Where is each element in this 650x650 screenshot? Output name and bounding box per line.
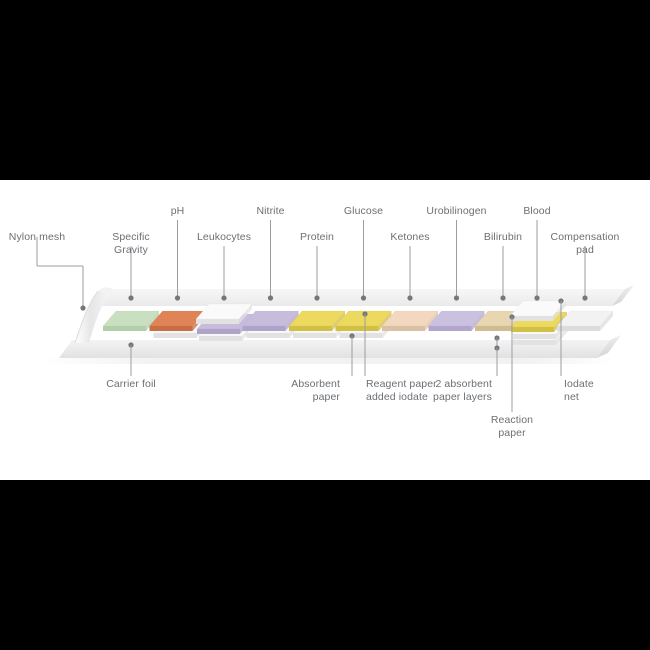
label-urobilinogen: Urobilinogen — [426, 205, 486, 218]
leader-dot-specific-gravity — [128, 295, 134, 301]
carrier-foil-upper-curl — [96, 287, 113, 295]
leader-dot-two-absorbent-b — [494, 345, 500, 351]
label-bilirubin-line: Bilirubin — [483, 231, 523, 243]
leader-dot-ph — [174, 295, 181, 301]
pad-bilirubin-reagent — [427, 310, 486, 331]
nylon-mesh-sheet — [75, 291, 110, 343]
pad-blood-iodate-net — [509, 300, 567, 321]
leader-dot-glucose — [360, 295, 367, 301]
label-leukocytes-line: Leukocytes — [196, 231, 252, 243]
pad-compensation — [556, 310, 614, 331]
carrier-foil-upper-bevel — [612, 285, 634, 306]
leader-dot-reaction-paper — [509, 314, 515, 320]
pad-ketones-reagent — [381, 310, 439, 331]
pad-ph — [148, 310, 211, 338]
pad-leukocytes-absorbent-top — [195, 303, 253, 324]
label-carrier-foil-line: Carrier foil — [106, 378, 156, 390]
label-two-absorbent-line: paper layers — [433, 391, 492, 403]
leader-dot-compensation-pad — [582, 295, 588, 301]
label-urobilinogen-line: Urobilinogen — [426, 205, 487, 217]
label-absorbent-paper-line: Absorbent — [291, 378, 340, 390]
leader-dot-urobilinogen — [453, 295, 460, 301]
strip-drop-shadow — [40, 358, 615, 364]
label-leukocytes: Leukocytes — [197, 231, 251, 244]
leader-dot-nitrite — [267, 295, 274, 301]
label-nylon-mesh: Nylon mesh — [9, 231, 65, 244]
label-nitrite: Nitrite — [256, 205, 284, 218]
label-nylon-mesh-line: Nylon mesh — [8, 231, 66, 243]
label-compensation-pad-line: Compensation — [550, 231, 620, 243]
leader-dot-reagent-paper — [362, 311, 368, 317]
leader-dot-carrier-foil — [128, 342, 134, 348]
leader-line-group — [36, 220, 588, 412]
label-absorbent-paper-line: paper — [312, 391, 340, 403]
carrier-foil-lower-rail — [59, 340, 610, 358]
label-blood: Blood — [523, 205, 550, 218]
pad-ketones — [381, 310, 439, 331]
label-blood-line: Blood — [523, 205, 551, 217]
carrier-foil-lower-bevel — [597, 335, 621, 358]
label-ph: pH — [171, 205, 185, 218]
pad-bilirubin — [427, 310, 486, 331]
label-protein: Protein — [300, 231, 334, 244]
label-glucose-line: Glucose — [343, 205, 384, 217]
label-reaction-paper-line: Reaction — [490, 414, 534, 426]
letterbox-top — [0, 0, 650, 180]
label-bilirubin: Bilirubin — [484, 231, 522, 244]
pad-glucose — [334, 310, 397, 338]
leader-dot-leukocytes — [221, 295, 227, 301]
pad-compensation-reagent — [556, 310, 614, 331]
pad-glucose-reagent — [334, 310, 393, 331]
leader-dot-ketones — [407, 295, 413, 301]
pad-protein-reagent — [288, 310, 346, 331]
label-iodate-net-line: net — [564, 391, 579, 403]
label-specific-gravity-line: Gravity — [114, 244, 148, 256]
label-nitrite-line: Nitrite — [256, 205, 285, 217]
label-carrier-foil: Carrier foil — [106, 378, 156, 391]
pad-leukocytes — [195, 303, 256, 341]
label-ph-line: pH — [170, 205, 185, 217]
pad-nitrite — [241, 310, 304, 338]
label-specific-gravity-line: Specific — [112, 231, 150, 243]
test-strip-illustration — [36, 220, 634, 412]
leader-dot-nylon-mesh — [80, 305, 86, 311]
label-ketones: Ketones — [390, 231, 429, 244]
leader-dot-two-absorbent — [494, 335, 500, 341]
reagent-pad-group — [102, 300, 614, 345]
label-iodate-net-line: Iodate — [564, 378, 594, 390]
label-ketones-line: Ketones — [390, 231, 430, 243]
nylon-mesh-edge — [74, 290, 99, 344]
leader-dot-bilirubin — [500, 295, 506, 301]
label-reaction-paper-line: paper — [498, 427, 526, 439]
label-glucose: Glucose — [344, 205, 383, 218]
label-reagent-paper-line: added iodate — [366, 391, 428, 403]
letterbox-bottom — [0, 480, 650, 650]
leader-dot-absorbent-paper — [349, 333, 355, 339]
label-two-absorbent-line: 2 absorbent — [435, 378, 492, 390]
pad-specific-gravity-reagent — [102, 310, 160, 331]
label-reagent-paper-line: Reagent paper — [366, 378, 437, 390]
pad-nitrite-reagent — [241, 310, 300, 331]
leader-dot-protein — [314, 295, 320, 301]
label-compensation-pad-line: pad — [576, 244, 594, 256]
pad-specific-gravity — [102, 310, 160, 331]
label-protein-line: Protein — [300, 231, 334, 243]
leader-dot-blood — [534, 295, 540, 301]
